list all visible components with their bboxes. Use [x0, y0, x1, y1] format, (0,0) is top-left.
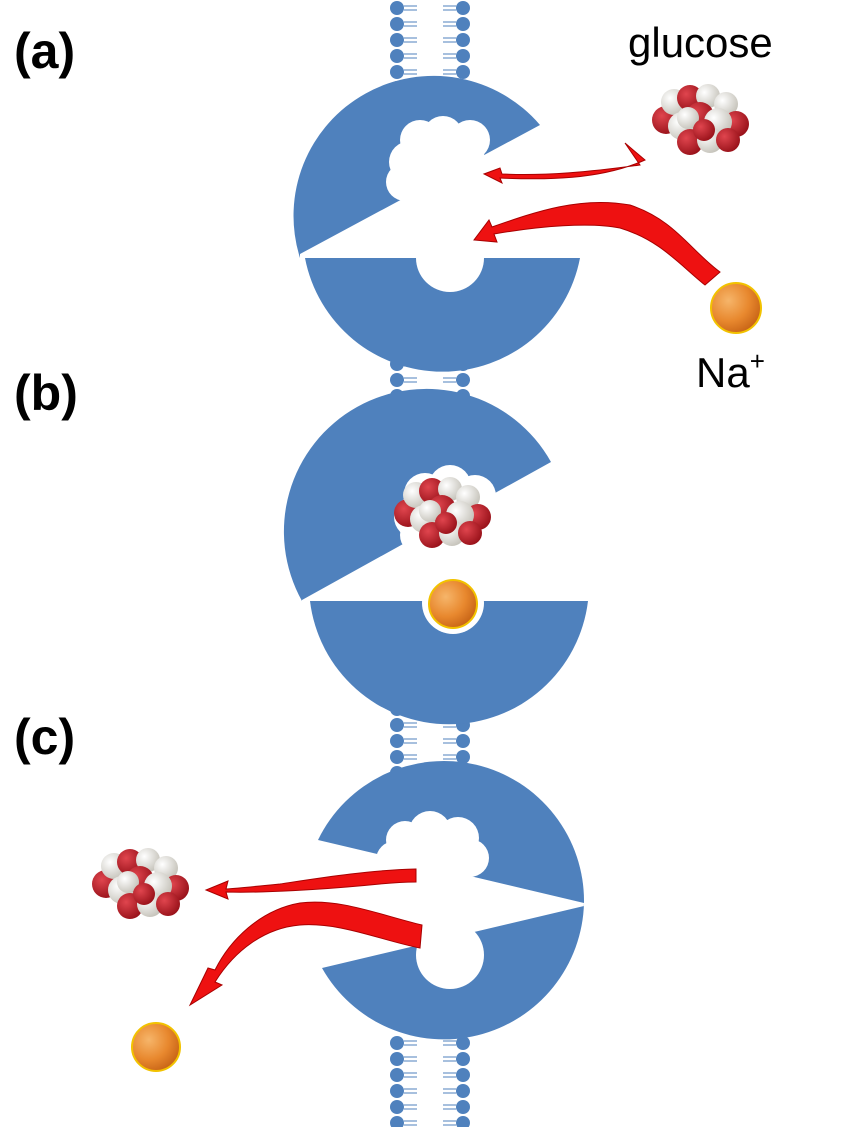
glucose-molecule-c	[92, 848, 189, 919]
arrow-glucose-out	[204, 868, 417, 900]
arrow-sodium-out	[188, 901, 423, 1007]
glucose-label: glucose	[628, 19, 773, 66]
sodium-binding-pocket-a	[416, 224, 484, 292]
arrow-sodium-in	[473, 201, 721, 286]
glucose-binding-pocket-a	[386, 116, 490, 202]
sodium-binding-pocket-c	[416, 921, 484, 989]
arrow-glucose-in	[482, 142, 646, 185]
sodium-label-charge: +	[749, 346, 765, 376]
sodium-label-base: Na	[696, 349, 750, 396]
sodium-ion-c	[131, 1022, 181, 1072]
sodium-ion-b	[428, 579, 478, 629]
glucose-molecule-b	[394, 477, 491, 548]
panel-label-a: (a)	[14, 23, 76, 79]
transporter-b-lower	[310, 601, 588, 725]
sodium-label: Na+	[696, 348, 765, 396]
transporter-c	[318, 760, 585, 1040]
transporter-b	[283, 388, 588, 725]
transporter-a	[293, 75, 580, 372]
panel-label-b: (b)	[14, 365, 78, 421]
panel-label-c: (c)	[14, 709, 76, 765]
glucose-molecule-a	[652, 84, 749, 155]
sodium-ion-a	[710, 282, 762, 334]
transporter-a-lower	[305, 258, 580, 372]
glucose-binding-pocket-c	[376, 811, 489, 884]
